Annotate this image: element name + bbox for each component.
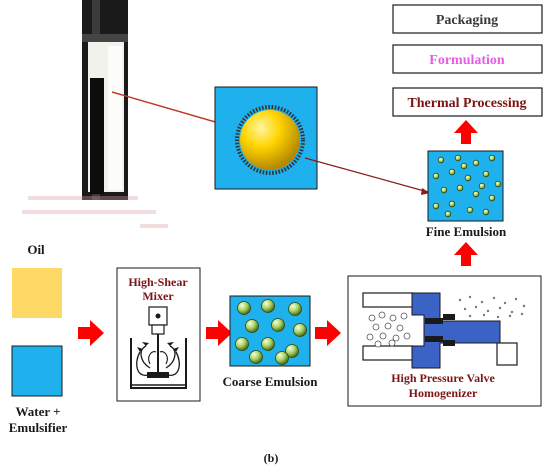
oil-square <box>12 268 62 318</box>
valve-droplet-large <box>388 339 396 347</box>
fine-droplet <box>482 208 490 216</box>
fine-emulsion-box <box>427 150 504 222</box>
coarse-droplet <box>288 302 302 316</box>
valve-droplet-large <box>366 333 374 341</box>
valve-droplet-small <box>474 305 478 309</box>
fine-droplet <box>466 206 474 214</box>
fine-droplet <box>478 182 486 190</box>
valve-droplet-small <box>503 301 507 305</box>
coarse-droplet <box>271 318 285 332</box>
thermal-box: Thermal Processing <box>392 87 543 117</box>
valve-droplet-large <box>396 324 404 332</box>
valve-droplet-small <box>468 295 472 299</box>
valve-droplet-small <box>480 300 484 304</box>
mixer-label-line1: High-Shear <box>128 275 188 289</box>
valve-droplet-large <box>389 314 397 322</box>
coarse-droplet <box>245 319 259 333</box>
valve-droplet-large <box>374 340 382 348</box>
coarse-droplet <box>237 301 251 315</box>
arrow-up-fine <box>454 242 478 266</box>
valve-label-line2: Homogenizer <box>409 386 478 400</box>
valve-droplet-small <box>522 304 526 308</box>
fine-droplet <box>472 190 480 198</box>
valve-droplet-large <box>384 322 392 330</box>
fine-droplet <box>444 210 452 218</box>
water-label-line2: Emulsifier <box>9 420 68 435</box>
arrow-up-thermal <box>454 120 478 144</box>
valve-droplet-large <box>403 332 411 340</box>
valve-droplet-large <box>378 311 386 319</box>
figure-caption: (b) <box>264 451 279 465</box>
formulation-label: Formulation <box>429 53 505 68</box>
coarse-droplet <box>261 337 275 351</box>
thermal-label: Thermal Processing <box>407 96 526 111</box>
fine-droplet <box>488 154 496 162</box>
valve-droplet-small <box>496 315 500 319</box>
coarse-droplet <box>261 299 275 313</box>
valve-droplet-large <box>368 314 376 322</box>
coarse-droplet <box>285 344 299 358</box>
valve-droplet-small <box>463 307 467 311</box>
fine-droplet <box>448 168 456 176</box>
coarse-emulsion-label: Coarse Emulsion <box>223 374 319 389</box>
valve-droplet-large <box>392 334 400 342</box>
coarse-droplet <box>235 337 249 351</box>
valve-droplet-small <box>508 314 512 318</box>
fine-droplet <box>440 186 448 194</box>
fine-droplet <box>437 156 445 164</box>
fine-droplet <box>460 162 468 170</box>
valve-droplet-small <box>520 312 524 316</box>
fine-droplet <box>482 170 490 178</box>
water-square <box>11 345 63 397</box>
valve-droplet-small <box>514 297 518 301</box>
valve-droplet-small <box>492 296 496 300</box>
fine-droplet <box>456 184 464 192</box>
valve-droplet-large <box>372 323 380 331</box>
formulation-box: Formulation <box>392 44 543 74</box>
valve-droplet-small <box>458 298 462 302</box>
photo-caption-blur <box>22 196 168 228</box>
arrow-right-3 <box>315 320 341 346</box>
fine-droplet <box>494 180 502 188</box>
pointer-line-droplet <box>304 157 429 193</box>
coarse-emulsion-box <box>229 295 311 367</box>
fine-droplet <box>488 194 496 202</box>
packaging-label: Packaging <box>436 13 498 28</box>
fine-droplet <box>432 172 440 180</box>
oil-label: Oil <box>27 242 45 257</box>
valve-droplet-small <box>468 314 472 318</box>
valve-homogenizer-box <box>347 275 542 407</box>
fine-emulsion-label: Fine Emulsion <box>426 224 507 239</box>
valve-droplet-small <box>486 309 490 313</box>
fine-droplet <box>432 202 440 210</box>
valve-label-line1: High Pressure Valve <box>391 371 495 385</box>
mixer-label-line2: Mixer <box>142 289 174 303</box>
valve-droplet-large <box>400 312 408 320</box>
valve-droplet-small <box>510 310 514 314</box>
packaging-box: Packaging <box>392 4 543 34</box>
coarse-droplet <box>275 351 289 365</box>
water-label-line1: Water + <box>15 404 60 419</box>
arrow-right-1 <box>78 320 104 346</box>
coarse-droplet <box>293 323 307 337</box>
test-tube-photo <box>82 0 128 200</box>
arrow-right-2 <box>206 320 232 346</box>
valve-droplet-small <box>482 313 486 317</box>
fine-droplet <box>472 159 480 167</box>
fine-droplet <box>454 154 462 162</box>
fine-droplet <box>448 200 456 208</box>
fine-droplet <box>464 174 472 182</box>
high-shear-mixer-box: High-Shear Mixer <box>116 267 201 402</box>
valve-droplet-large <box>379 332 387 340</box>
droplet-zoom-box <box>214 86 318 190</box>
valve-droplet-small <box>498 306 502 310</box>
coarse-droplet <box>249 350 263 364</box>
